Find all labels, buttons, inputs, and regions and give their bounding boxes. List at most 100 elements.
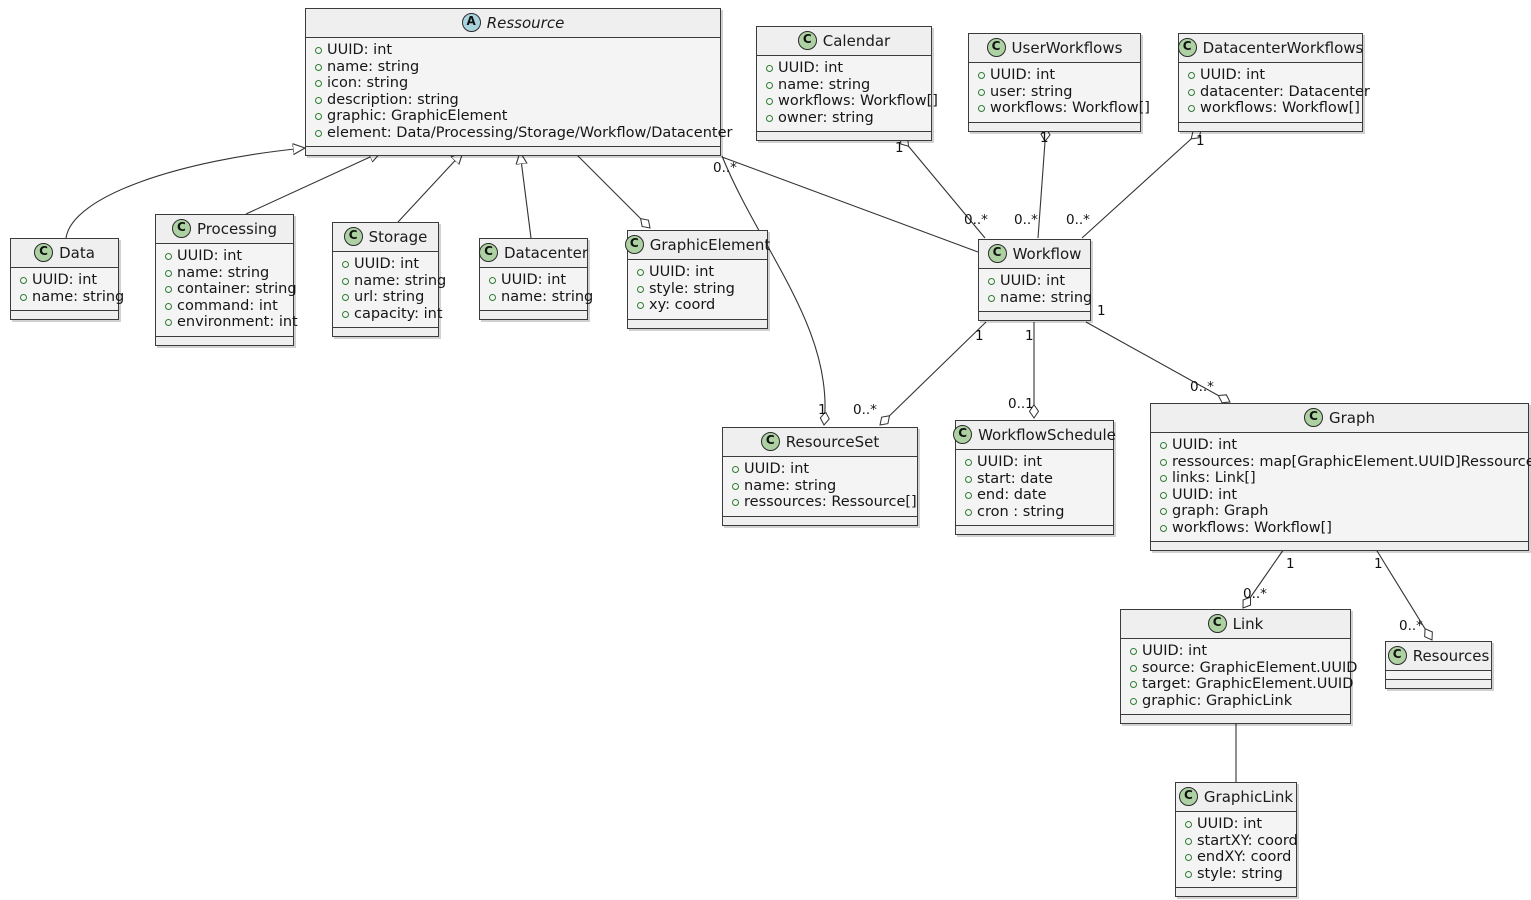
class-methods-userworkflows [969, 122, 1140, 131]
multiplicity-label: 0..* [1399, 618, 1423, 634]
class-methods-datacenter [480, 311, 587, 319]
attribute-row: end: date [963, 487, 1105, 504]
edge-ressource-graphicelement [571, 149, 650, 228]
multiplicity-label: 1 [1196, 133, 1205, 149]
class-icon: C [987, 244, 1007, 263]
class-name-processing: Processing [196, 219, 278, 238]
class-methods-workflow [979, 312, 1090, 320]
multiplicity-label: 0..1 [1008, 396, 1034, 412]
class-icon: C [953, 425, 973, 444]
class-icon: C [1177, 38, 1197, 57]
class-methods-graph [1151, 542, 1528, 550]
class-icon: C [1387, 646, 1407, 665]
attribute-row: UUID: int [963, 454, 1105, 471]
attribute-row: container: string [163, 281, 297, 298]
attribute-row: UUID: int [313, 42, 712, 59]
multiplicity-label: 0..* [1014, 212, 1038, 228]
class-icon: C [1303, 408, 1323, 427]
class-name-graph: Graph [1328, 408, 1375, 427]
multiplicity-label: 1 [1097, 303, 1106, 319]
multiplicity-label: 0..* [1190, 379, 1214, 395]
edge-processing-ressource [245, 152, 381, 215]
abstract-class-icon: A [461, 13, 481, 32]
class-name-resourceset: ResourceSet [785, 432, 880, 451]
attribute-row: workflows: Workflow[] [764, 93, 938, 110]
edge-storage-ressource [397, 152, 463, 223]
attribute-row: source: GraphicElement.UUID [1128, 660, 1357, 677]
attribute-row: element: Data/Processing/Storage/Workflo… [313, 125, 732, 142]
class-name-userworkflows: UserWorkflows [1011, 38, 1123, 57]
attribute-row: name: string [986, 290, 1092, 307]
attribute-row: environment: int [163, 314, 298, 331]
attribute-row: name: string [487, 289, 593, 306]
attribute-row: graph: Graph [1158, 503, 1520, 520]
attribute-row: name: string [764, 77, 923, 94]
class-name-workflowschedule: WorkflowSchedule [978, 425, 1116, 444]
attribute-row: UUID: int [986, 273, 1082, 290]
attribute-row: name: string [163, 265, 285, 282]
attribute-row: UUID: int [635, 264, 759, 281]
attribute-row: workflows: Workflow[] [976, 100, 1150, 117]
attribute-row: capacity: int [340, 306, 443, 323]
attribute-row: workflows: Workflow[] [1158, 520, 1520, 537]
multiplicity-label: 1 [818, 402, 827, 418]
attribute-row: name: string [313, 59, 712, 76]
class-header-graph: C Graph [1151, 404, 1528, 433]
class-header-workflowschedule: C WorkflowSchedule [953, 421, 1116, 450]
multiplicity-label: 1 [1374, 556, 1383, 572]
attribute-row: UUID: int [340, 256, 430, 273]
attribute-row: UUID: int [976, 67, 1132, 84]
attribute-row: ressources: Ressource[] [730, 494, 917, 511]
attribute-row: UUID: int [730, 461, 909, 478]
class-name-data: Data [59, 243, 95, 262]
class-methods-resources [1386, 680, 1491, 688]
class-methods-datacenterworkflows [1179, 122, 1362, 131]
attribute-row: owner: string [764, 110, 923, 127]
class-methods-workflowschedule [956, 526, 1113, 534]
class-icon: C [343, 227, 363, 246]
multiplicity-label: 1 [895, 140, 904, 156]
attribute-row: endXY: coord [1183, 849, 1291, 866]
class-name-graphicelement: GraphicElement [649, 235, 771, 254]
attribute-row: UUID: int [1128, 643, 1342, 660]
class-icon: C [34, 243, 54, 262]
class-methods-data [11, 311, 118, 319]
class-name-ressource: Ressource [486, 13, 565, 32]
class-header-ressource: A Ressource [306, 9, 720, 38]
attribute-row: name: string [340, 273, 446, 290]
edge-datacenter-ressource [520, 152, 532, 239]
multiplicity-label: 1 [1040, 130, 1049, 146]
attribute-row: xy: coord [635, 297, 759, 314]
multiplicity-label: 0..* [853, 402, 877, 418]
class-methods-link [1121, 715, 1350, 723]
class-name-datacenterworkflows: DatacenterWorkflows [1202, 38, 1364, 57]
